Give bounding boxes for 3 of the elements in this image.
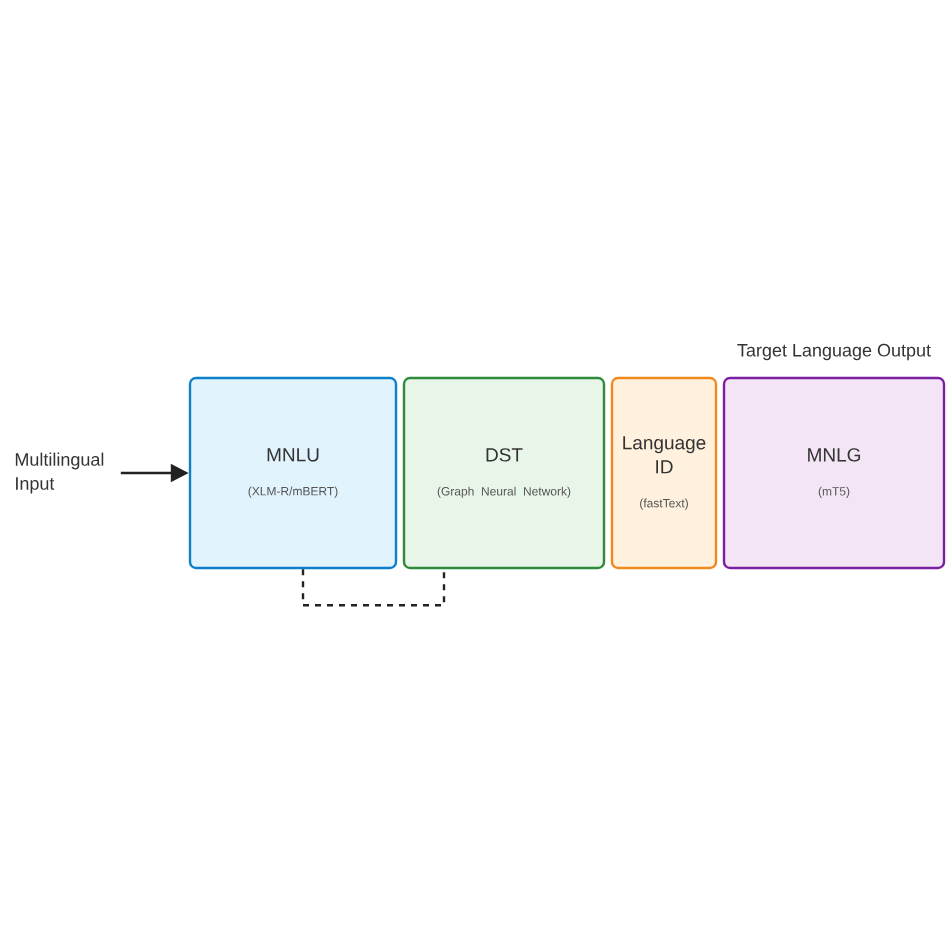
output-label: Target Language Output: [737, 343, 931, 361]
connector-line: [301, 569, 446, 607]
input-label: Multilingual Input: [15, 452, 104, 494]
